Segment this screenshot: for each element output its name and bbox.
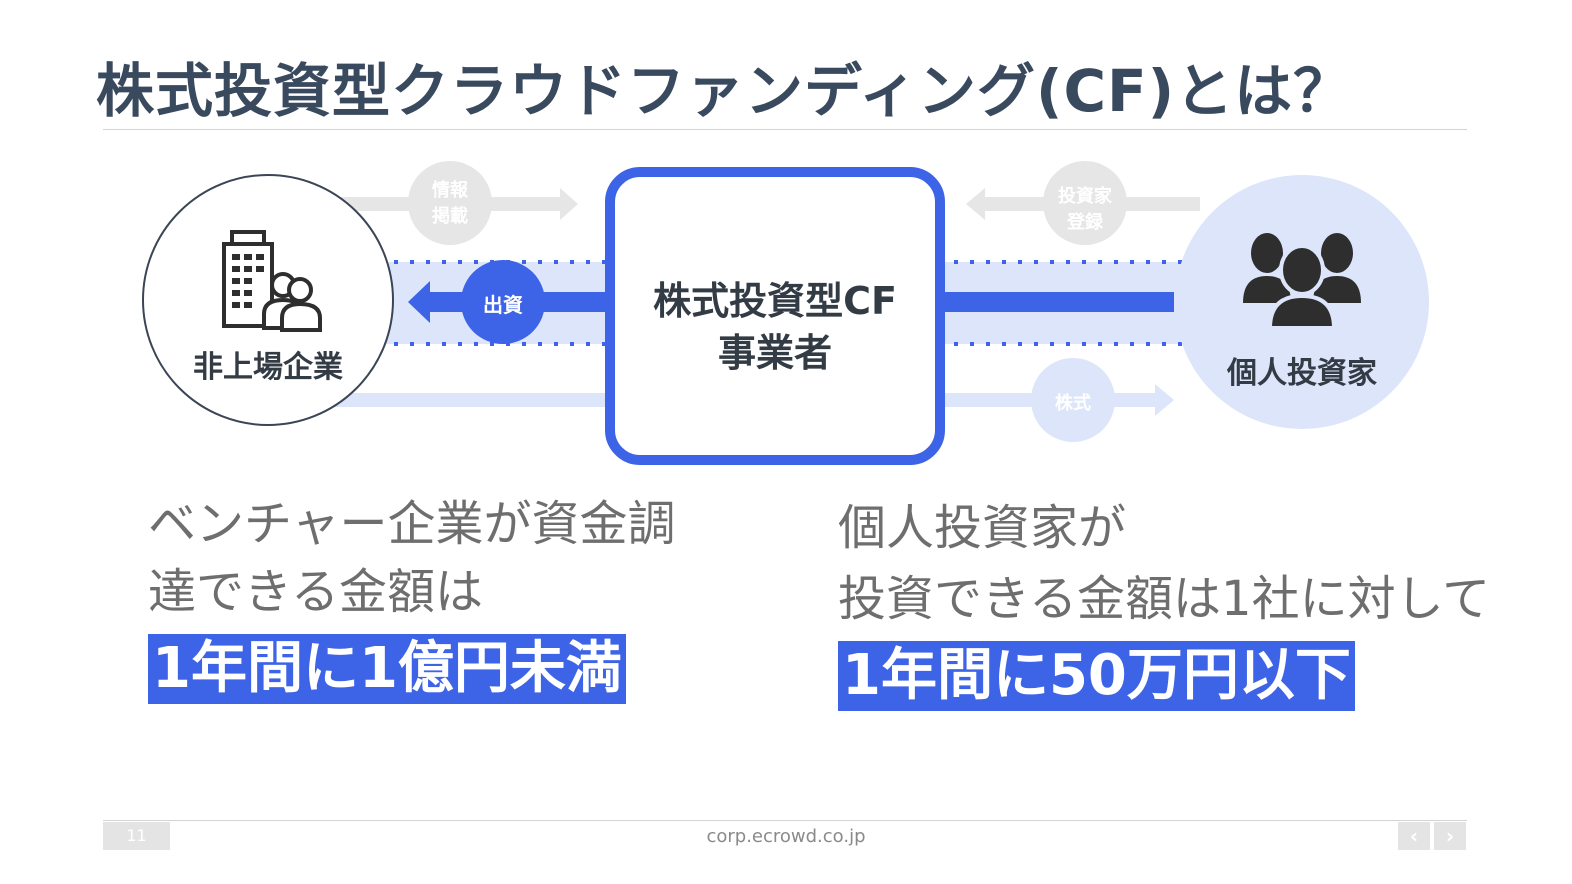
right-text-line1: 個人投資家が	[838, 500, 1127, 556]
shares-line-left	[310, 393, 610, 407]
capital-arrow-badge	[461, 260, 545, 344]
shares-arrow-badge	[1031, 358, 1115, 442]
people-icon	[262, 272, 322, 332]
next-slide-button[interactable]: ›	[1434, 822, 1466, 850]
left-text-line1: ベンチャー企業が資金調	[148, 496, 676, 552]
cf-operator-label-line1: 株式投資型CF	[653, 279, 897, 323]
title-divider	[103, 129, 1467, 130]
capital-arrow-head	[408, 281, 430, 323]
capital-arrow-label: 出資	[483, 293, 523, 317]
building-icon	[222, 230, 274, 328]
register-arrow-label-line2: 登録	[1067, 212, 1103, 233]
register-arrow-label-line1: 投資家	[1058, 186, 1112, 207]
investor-node-label: 個人投資家	[1227, 356, 1377, 391]
prev-slide-button[interactable]: ‹	[1398, 822, 1430, 850]
left-highlight: 1年間に1億円未満	[148, 634, 626, 704]
info-arrow-badge	[408, 161, 492, 245]
page-title: 株式投資型クラウドファンディング(CF)とは？	[96, 57, 1353, 125]
footer-divider	[103, 820, 1467, 821]
register-arrow-head	[966, 188, 985, 220]
shares-arrow-head	[1155, 384, 1174, 416]
info-arrow-label-line2: 掲載	[432, 206, 468, 227]
cf-operator-node	[605, 167, 945, 465]
company-node-label: 非上場企業	[193, 350, 343, 385]
shares-arrow-label: 株式	[1055, 393, 1091, 414]
investors-icon	[1243, 233, 1361, 330]
info-arrow-head	[560, 188, 578, 220]
footer-url: corp.ecrowd.co.jp	[706, 826, 866, 847]
cf-operator-label-line2: 事業者	[717, 331, 832, 375]
company-node-circle	[142, 174, 394, 426]
right-highlight: 1年間に50万円以下	[838, 641, 1355, 711]
register-arrow-badge	[1043, 161, 1127, 245]
capital-line-right	[940, 292, 1174, 312]
right-text-line2: 投資できる金額は1社に対して	[838, 571, 1491, 627]
left-text-line2: 達できる金額は	[148, 564, 484, 620]
page-number: 11	[103, 822, 170, 850]
info-arrow-label-line1: 情報	[432, 180, 468, 201]
